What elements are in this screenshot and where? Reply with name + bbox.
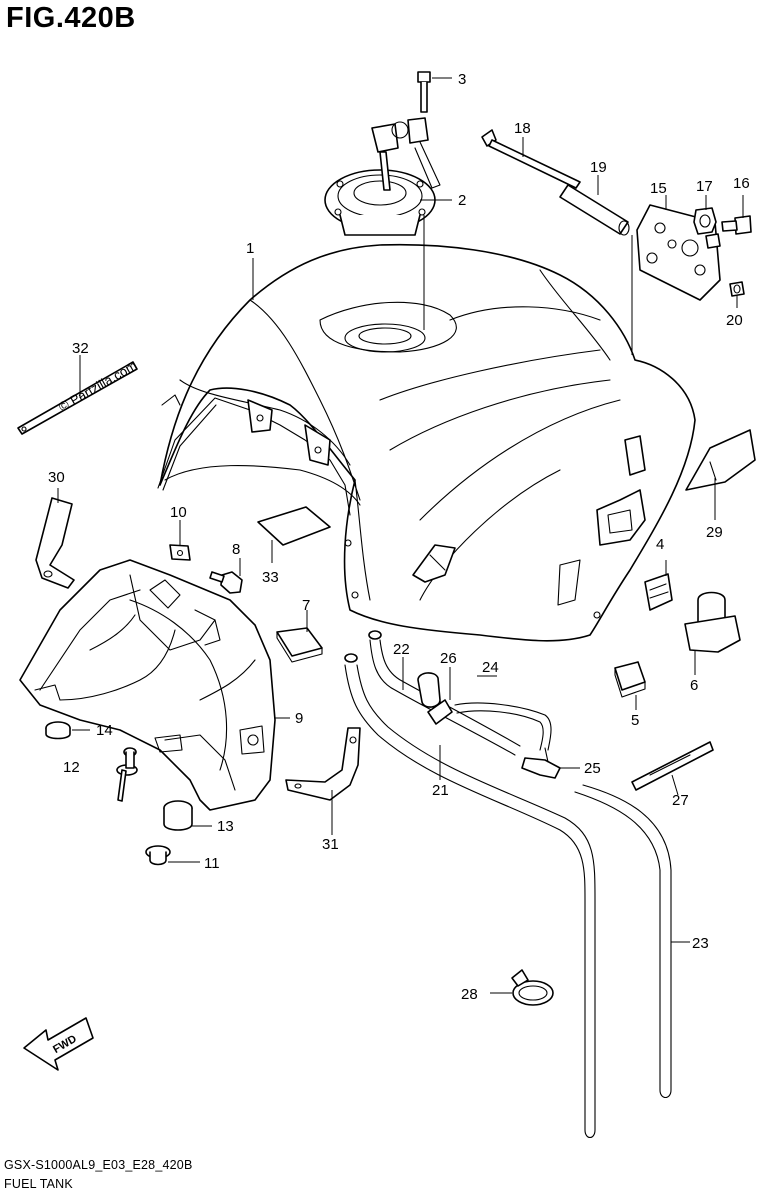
nut-20 [729, 281, 745, 297]
callout-15: 15 [650, 180, 667, 197]
collar-11 [145, 845, 171, 866]
hose-23 [574, 784, 672, 1099]
callout-18: 18 [514, 120, 531, 137]
callout-1: 1 [246, 240, 254, 257]
callout-17: 17 [696, 178, 713, 195]
band-27 [631, 741, 714, 791]
callout-10: 10 [170, 504, 187, 521]
callout-23: 23 [692, 935, 709, 952]
bracket-30 [35, 497, 75, 589]
callout-22: 22 [393, 641, 410, 658]
grommet-14 [45, 721, 71, 740]
callout-numbers: 1 2 3 4 5 6 7 8 9 10 11 12 13 14 15 16 1… [48, 71, 750, 1003]
callout-3: 3 [458, 71, 466, 88]
callout-32: 32 [72, 340, 89, 357]
callout-8: 8 [232, 541, 240, 558]
callout-29: 29 [706, 524, 723, 541]
callout-16: 16 [733, 175, 750, 192]
bolt-16 [721, 215, 752, 235]
strap-32 [17, 361, 138, 435]
bracket-31 [285, 727, 361, 801]
callout-9: 9 [295, 710, 303, 727]
clamp-26 [417, 672, 453, 725]
breather-hose-22 [368, 630, 521, 756]
damper-4 [644, 573, 673, 611]
callout-6: 6 [690, 677, 698, 694]
cap-6 [684, 591, 741, 653]
screw-12 [116, 747, 138, 802]
callout-30: 30 [48, 469, 65, 486]
callout-13: 13 [217, 818, 234, 835]
fuel-cap-assembly [324, 117, 441, 236]
callout-5: 5 [631, 712, 639, 729]
hose-clamp-28 [511, 969, 554, 1006]
cushion-5 [614, 661, 646, 698]
callout-25: 25 [584, 760, 601, 777]
hose-24 [454, 702, 552, 751]
callout-20: 20 [726, 312, 743, 329]
cushion-13 [163, 800, 193, 831]
callout-19: 19 [590, 159, 607, 176]
callout-24: 24 [482, 659, 499, 676]
callout-33: 33 [262, 569, 279, 586]
bolt-3 [417, 71, 431, 113]
figure-title: FIG.420B [6, 2, 136, 34]
callout-7: 7 [302, 597, 310, 614]
label-33 [257, 506, 331, 546]
caution-label-29 [685, 429, 756, 491]
callout-28: 28 [461, 986, 478, 1003]
callout-2: 2 [458, 192, 466, 209]
callout-26: 26 [440, 650, 457, 667]
watermark: © Partzilla.com [56, 358, 139, 415]
fuel-tank [157, 243, 696, 642]
bolt-8 [209, 571, 243, 594]
callout-31: 31 [322, 836, 339, 853]
figure-subtitle: FUEL TANK [4, 1177, 73, 1191]
spacer-tube-19 [559, 184, 630, 236]
joint-25 [521, 747, 561, 779]
callout-21: 21 [432, 782, 449, 799]
clip-10 [169, 544, 191, 561]
tank-under-cover-9 [19, 559, 276, 811]
fwd-arrow: FWD [23, 1017, 94, 1071]
leader-lines [57, 77, 744, 994]
callout-4: 4 [656, 536, 664, 553]
callout-12: 12 [63, 759, 80, 776]
long-bolt-18 [481, 129, 581, 189]
cushion-7 [276, 627, 323, 663]
nut-17 [693, 207, 717, 235]
callout-11: 11 [204, 855, 220, 872]
callout-27: 27 [672, 792, 689, 809]
drain-hose-21 [344, 653, 596, 1139]
model-code: GSX-S1000AL9_E03_E28_420B [4, 1158, 193, 1172]
callout-14: 14 [96, 722, 113, 739]
